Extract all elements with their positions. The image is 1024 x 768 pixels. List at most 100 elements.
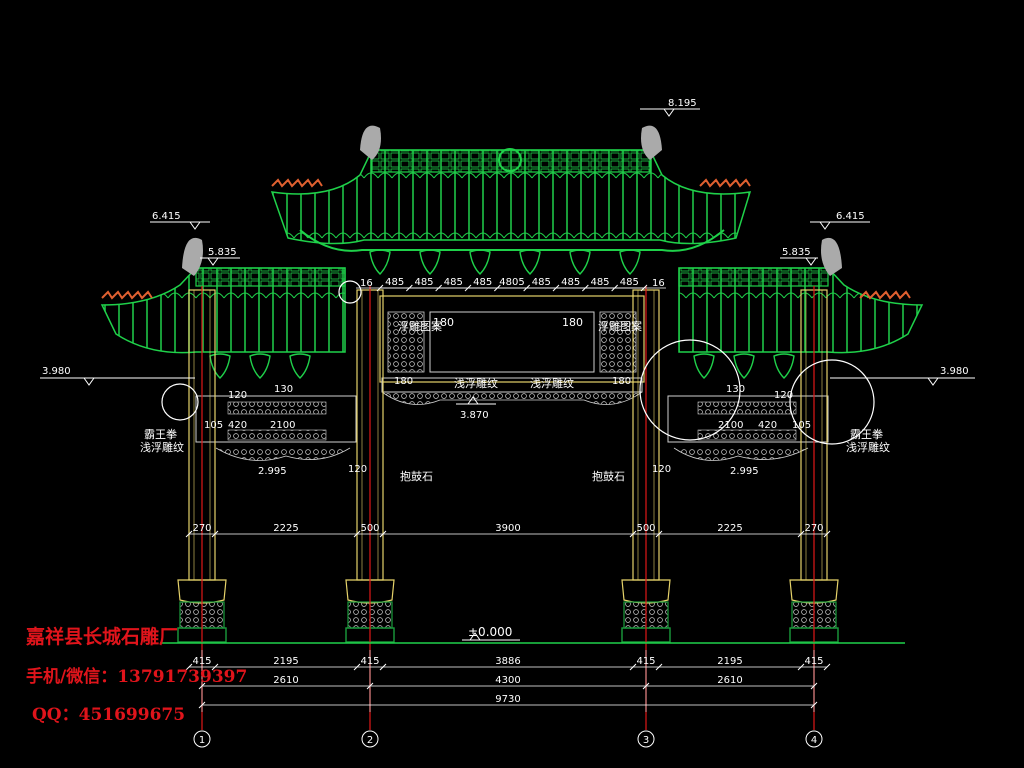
top-dim-tick: [435, 284, 443, 292]
top-dim-tick: [552, 284, 560, 292]
span-dim-tick: [797, 530, 805, 538]
span-dim-label: 2225: [273, 523, 298, 534]
left-roof: [100, 237, 346, 379]
base-dim-1-tick: [379, 663, 387, 671]
axis-bubble: [361, 730, 379, 748]
span-dim-tick: [629, 530, 637, 538]
center-dim-right: 180: [562, 316, 583, 329]
top-dim-tick: [523, 284, 531, 292]
span-dim-label: 2225: [717, 523, 742, 534]
axis-label: 2: [367, 735, 373, 746]
span-dim-tick: [379, 530, 387, 538]
span-dim-label: 500: [636, 523, 655, 534]
base-dim-1-tick: [823, 663, 831, 671]
top-dim-tick: [464, 284, 472, 292]
axis-label: 1: [199, 735, 205, 746]
label-carve-right: 浮雕图案: [598, 319, 642, 333]
span-dim-tick: [185, 530, 193, 538]
side-c-right: 2.995: [730, 466, 759, 477]
base-dim-1-label: 2195: [717, 656, 742, 667]
mid-dim-left: 180: [394, 376, 413, 387]
mid-dim-right: 180: [612, 376, 631, 387]
top-dim-label: 4805: [499, 277, 524, 288]
top-dim-label: 485: [444, 277, 463, 288]
top-dim-tick: [640, 284, 648, 292]
center-dim-left: 180: [433, 316, 454, 329]
top-dim-tick: [611, 284, 619, 292]
top-dim-tick: [493, 284, 501, 292]
label-beam-left: 浅浮雕纹: [454, 376, 498, 390]
base-dim-1-tick: [185, 663, 193, 671]
center-roof: [270, 125, 752, 275]
elev-ridge-left: 5.835: [208, 247, 237, 258]
base-dim-2-label: 2610: [273, 675, 298, 686]
top-dim-label: 485: [385, 277, 404, 288]
side-b-left: 105: [204, 420, 223, 431]
span-dim-label: 3900: [495, 523, 520, 534]
axis-bubble: [805, 730, 823, 748]
base-dim-1-tick: [211, 663, 219, 671]
watermark-company: 嘉祥县长城石雕厂: [26, 626, 179, 648]
base-dim-1-label: 3886: [495, 656, 520, 667]
elev-eave-left: 3.980: [42, 366, 71, 377]
elev-ground: ±0.000: [468, 625, 512, 639]
label-stone-left: 抱鼓石: [400, 469, 433, 483]
span-dim-label: 270: [192, 523, 211, 534]
side-h-left: 120: [228, 390, 247, 401]
top-dim-label: 485: [561, 277, 580, 288]
right-side-panel: [667, 395, 829, 461]
span-dim-tick: [353, 530, 361, 538]
span-dim-tick: [211, 530, 219, 538]
center-panel: [379, 295, 645, 405]
span-dim-label: 500: [360, 523, 379, 534]
top-side-dim-left: 16: [360, 278, 373, 289]
base-dim-2-label: 4300: [495, 675, 520, 686]
elev-side-left: 6.415: [152, 211, 181, 222]
top-dim-tick: [581, 284, 589, 292]
label-stone-right: 抱鼓石: [592, 469, 625, 483]
axis-bubble: [637, 730, 655, 748]
top-dim-label: 485: [473, 277, 492, 288]
elev-eave-right: 3.980: [940, 366, 969, 377]
side-a-left: 420: [228, 420, 247, 431]
left-side-panel: [195, 395, 357, 461]
span-dim-tick: [655, 530, 663, 538]
detail-circles: [161, 280, 875, 445]
side-small-left: 130: [274, 384, 293, 395]
span-dim-tick: [823, 530, 831, 538]
foot-left: 120: [348, 464, 367, 475]
label-bawang-left-2: 浅浮雕纹: [140, 440, 184, 454]
side-b-right: 105: [792, 420, 811, 431]
top-dim-label: 485: [532, 277, 551, 288]
elev-top: 8.195: [668, 98, 697, 109]
watermark-phone: 手机/微信：13791739397: [26, 667, 248, 687]
label-bawang-right-2: 浅浮雕纹: [846, 440, 890, 454]
axis-label: 4: [811, 735, 817, 746]
elev-ridge-right: 5.835: [782, 247, 811, 258]
top-side-dim-right: 16: [652, 278, 665, 289]
base-dim-1-tick: [353, 663, 361, 671]
side-small-right: 130: [726, 384, 745, 395]
top-dim-label: 485: [590, 277, 609, 288]
base-dim-3-label: 9730: [495, 694, 520, 705]
foot-right: 120: [652, 464, 671, 475]
top-dim-label: 485: [414, 277, 433, 288]
side-width-left: 2100: [270, 420, 295, 431]
elevation-markers: [40, 108, 975, 641]
ridge-pearl-icon: [498, 148, 522, 172]
label-beam-right: 浅浮雕纹: [530, 376, 574, 390]
side-c-left: 2.995: [258, 466, 287, 477]
top-dim-tick: [405, 284, 413, 292]
label-carve-left: 浮雕图案: [398, 319, 442, 333]
base-dim-1-label: 2195: [273, 656, 298, 667]
base-dim-1-tick: [655, 663, 663, 671]
watermark-qq: QQ：451699675: [32, 705, 186, 725]
top-dim-tick: [376, 284, 384, 292]
base-dim-1-tick: [797, 663, 805, 671]
label-bawang-left-1: 霸王拳: [144, 427, 177, 441]
label-bawang-right-1: 霸王拳: [850, 427, 883, 441]
